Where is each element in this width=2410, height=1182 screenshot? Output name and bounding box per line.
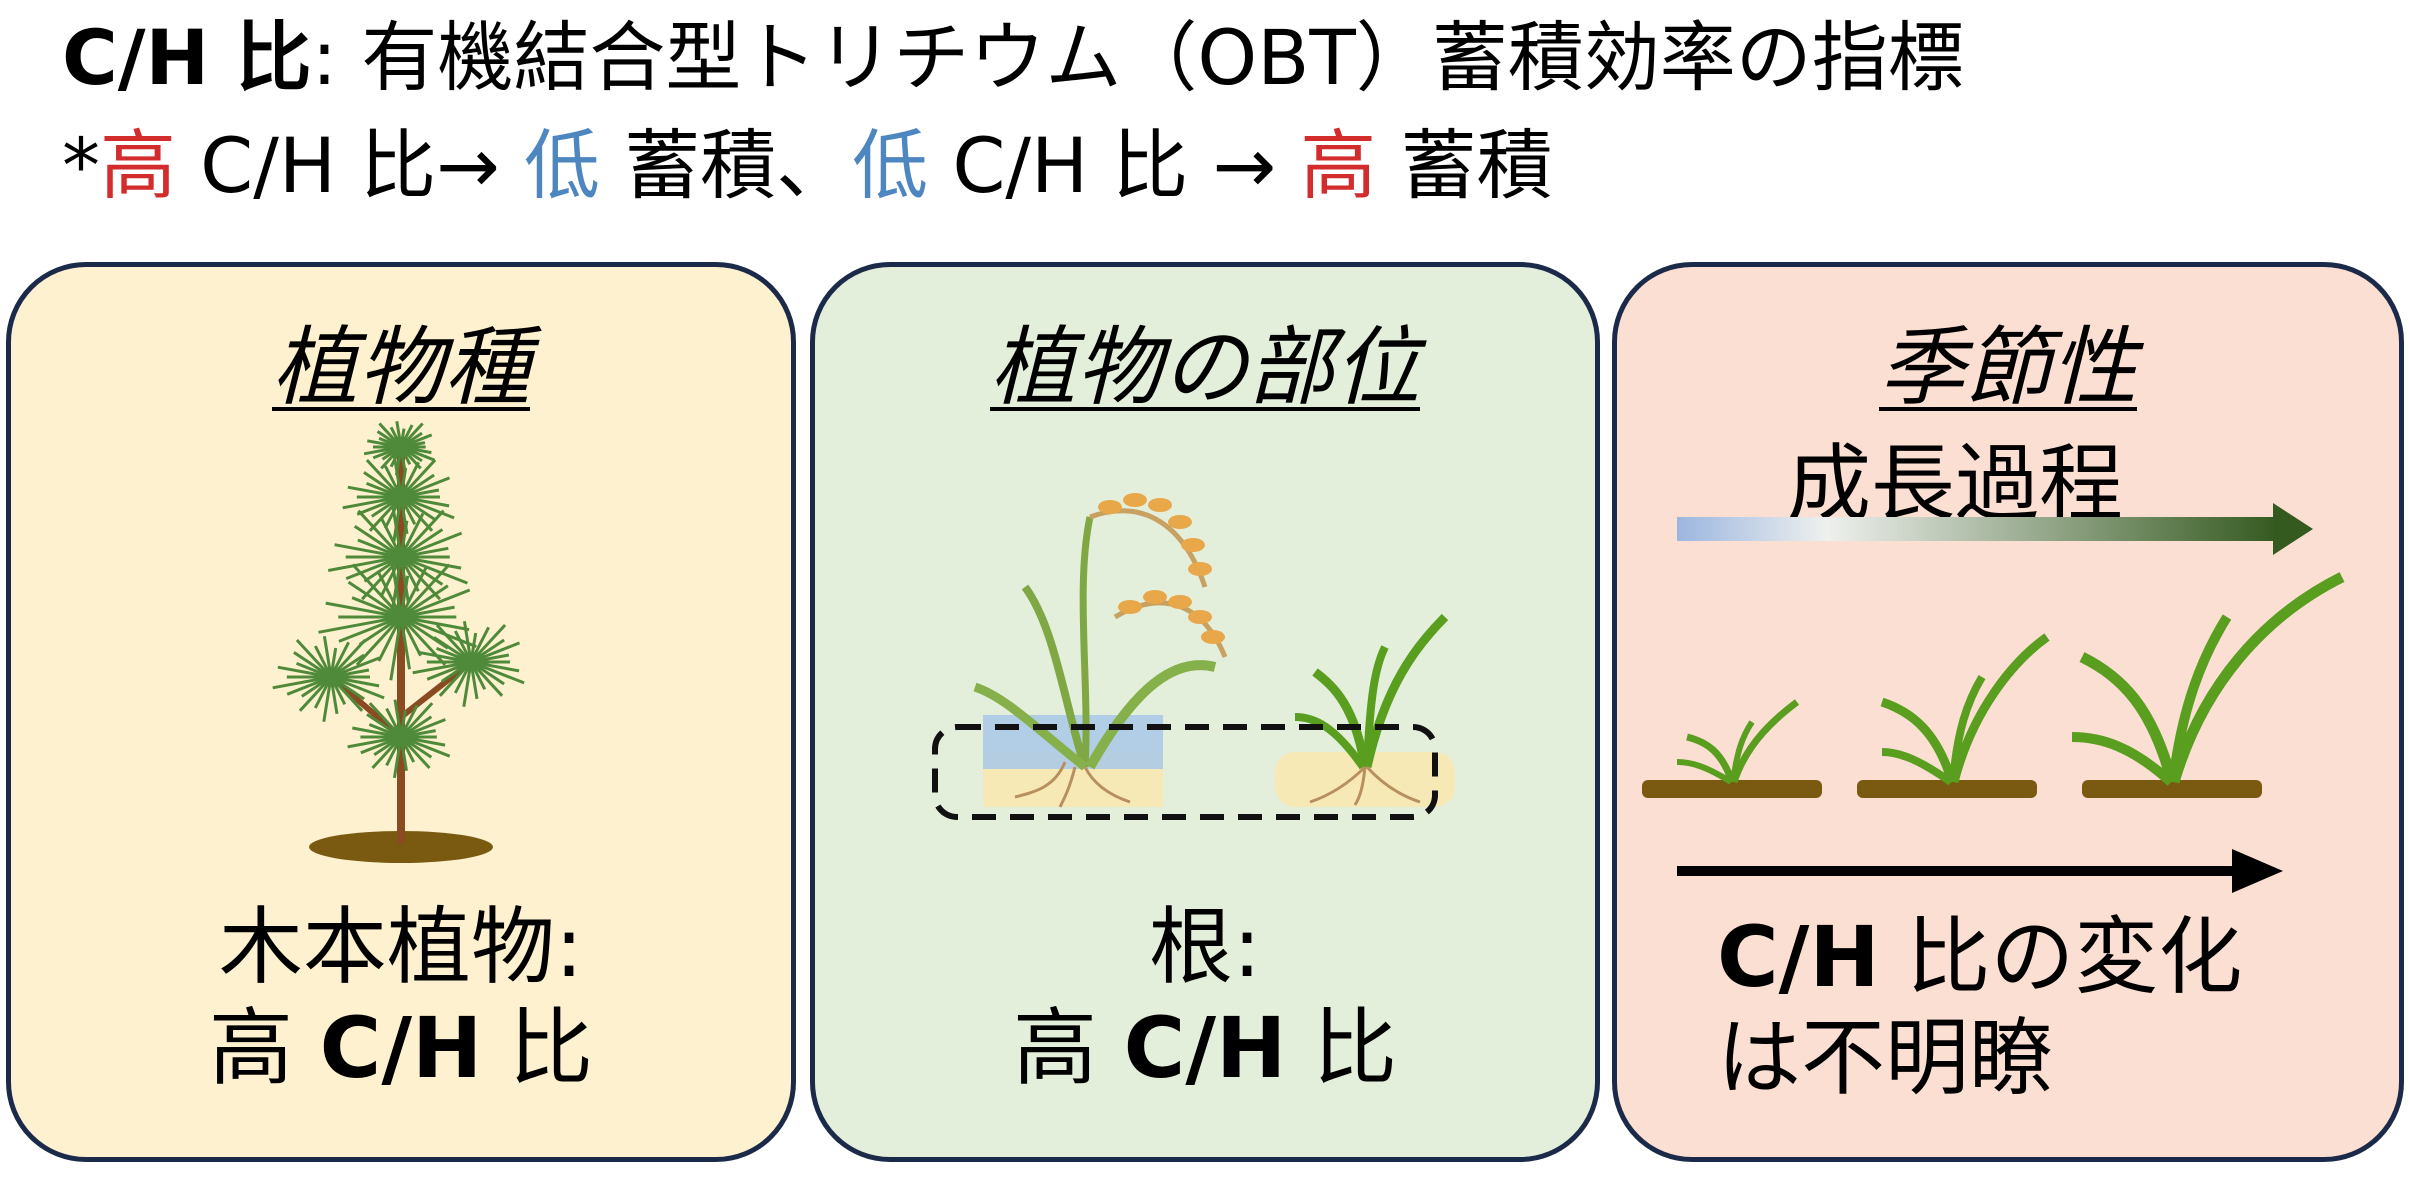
panel-seasonality: 季節性 成長過程 C/ — [1612, 262, 2404, 1162]
ch-ratio-text: C/H 比 → — [928, 121, 1301, 210]
ch-word: C/H — [1123, 998, 1287, 1097]
ch-ratio-text: C/H 比→ — [176, 121, 524, 210]
ratio-word: 比 — [482, 998, 594, 1097]
caption-line: C/H 比の変化 — [1717, 907, 2242, 1008]
low-label: 低 — [523, 121, 600, 210]
panel-caption: C/H 比の変化 は不明瞭 — [1717, 907, 2242, 1109]
high-word: 高 — [1012, 998, 1124, 1097]
ratio-word: 比 — [1286, 998, 1398, 1097]
growth-process-label: 成長過程 — [1787, 435, 2124, 533]
caption-line: 高 C/H 比 — [11, 998, 791, 1099]
panel-title: 季節性 — [1879, 318, 2137, 418]
header-definition: : 有機結合型トリチウム（OBT）蓄積効率の指標 — [311, 13, 1964, 102]
panel-title: 植物種 — [272, 318, 530, 418]
seedling-icon — [1857, 633, 2050, 798]
rice-plant-icon — [932, 493, 1455, 820]
asterisk: * — [62, 121, 100, 210]
caption-line: 木本植物: — [218, 898, 584, 996]
caption-line: 根: — [1148, 898, 1262, 996]
black-arrow-icon — [1677, 849, 2283, 893]
ch-word: C/H — [1717, 908, 1880, 1006]
accumulation-text: 蓄積、 — [599, 121, 853, 210]
panel-plant-part: 植物の部位 根: 高 C/H 比 — [810, 262, 1600, 1162]
panel-caption: 木本植物: 高 C/H 比 — [11, 897, 791, 1099]
header-line-1: C/H 比: 有機結合型トリチウム（OBT）蓄積効率の指標 — [62, 20, 1964, 96]
panel-caption: 根: 高 C/H 比 — [815, 897, 1595, 1099]
panel-title: 植物の部位 — [990, 318, 1420, 418]
gradient-arrow-icon — [1677, 503, 2313, 555]
high-label: 高 — [100, 121, 176, 210]
ch-word: C/H — [319, 998, 483, 1097]
caption-line: は不明瞭 — [1717, 1008, 2054, 1107]
accumulation-text: 蓄積 — [1376, 121, 1553, 210]
low-label: 低 — [852, 121, 929, 210]
panel-plant-species: 植物種 木本植物: 高 C/H 比 — [6, 262, 796, 1162]
high-label: 高 — [1300, 121, 1377, 210]
ratio-change-text: 比の変化 — [1879, 908, 2243, 1006]
seedling-icon — [1642, 699, 1822, 798]
caption-line: 高 C/H 比 — [815, 998, 1595, 1099]
pine-tree-icon — [272, 420, 525, 863]
seedling-icon — [2071, 572, 2345, 798]
ch-ratio-term: C/H 比 — [62, 13, 312, 102]
header-line-2: *高 C/H 比→ 低 蓄積、低 C/H 比 → 高 蓄積 — [62, 128, 1552, 204]
high-word: 高 — [208, 998, 320, 1097]
